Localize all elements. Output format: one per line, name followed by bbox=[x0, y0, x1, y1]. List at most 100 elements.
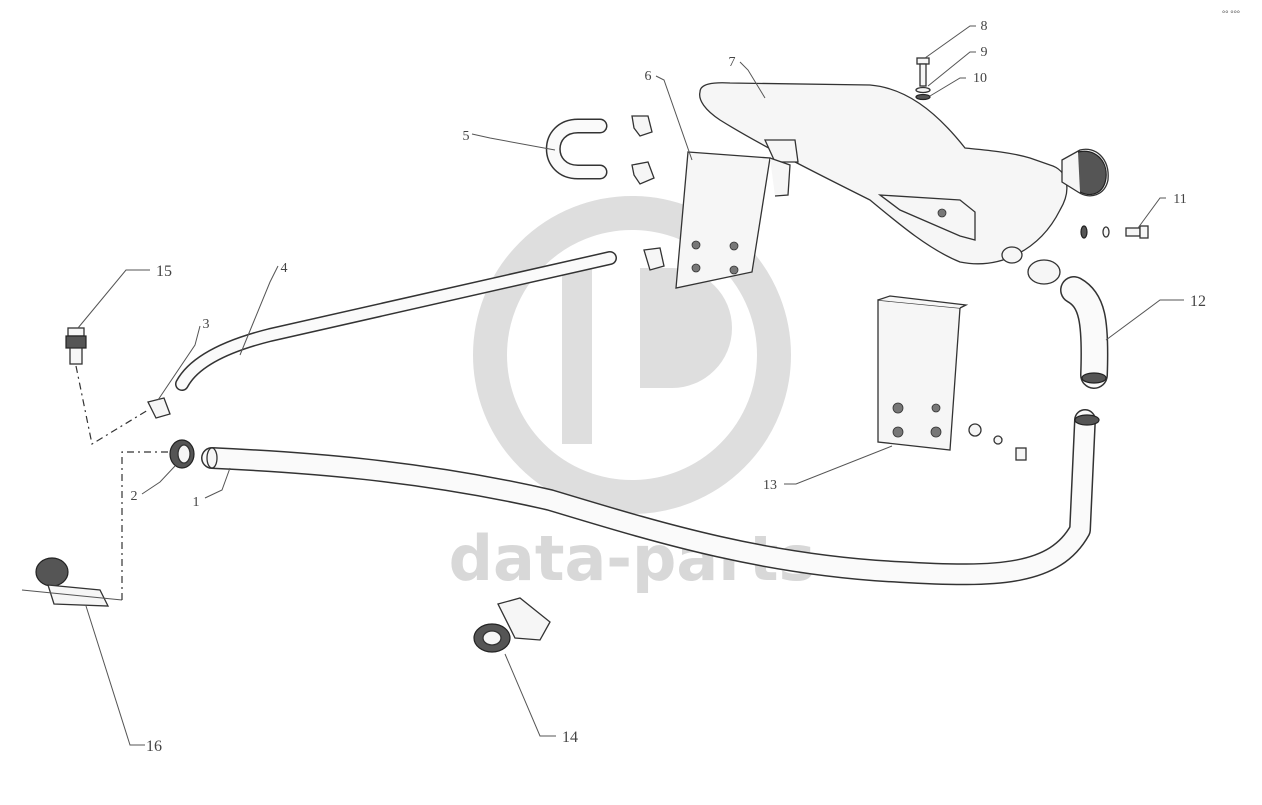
callout-11: 11 bbox=[1173, 192, 1186, 207]
fitting-15-thread bbox=[69, 347, 83, 365]
pipe-4-fitting bbox=[643, 247, 665, 271]
callout-9: 9 bbox=[981, 45, 988, 60]
clamp-2-bore bbox=[177, 444, 191, 464]
hose-1 bbox=[201, 409, 1100, 586]
bracket-6-hole bbox=[729, 241, 739, 251]
leader-14 bbox=[504, 653, 556, 737]
leader-5 bbox=[471, 133, 556, 151]
callout-13: 13 bbox=[763, 478, 777, 493]
bracket-13-hole bbox=[930, 426, 942, 438]
u-hose-5-fill bbox=[547, 120, 606, 178]
bolt-11-head bbox=[1139, 225, 1149, 239]
bracket-13-nut bbox=[1015, 447, 1027, 461]
tank-mount-bracket bbox=[877, 194, 976, 241]
elbow-fitting-upper bbox=[631, 115, 653, 137]
callout-3: 3 bbox=[203, 317, 210, 332]
washer-9 bbox=[915, 86, 931, 94]
bracket-13-flange bbox=[877, 295, 969, 309]
leader-3 bbox=[157, 325, 201, 401]
callout-4: 4 bbox=[281, 261, 288, 276]
hose-clamp-ring bbox=[1027, 259, 1061, 285]
leader-15-16 bbox=[85, 605, 145, 746]
callout-15: 15 bbox=[156, 263, 172, 280]
corner-mark: °° °°° bbox=[1222, 9, 1240, 18]
bracket-13-washer bbox=[968, 423, 982, 437]
expansion-tank bbox=[699, 82, 1109, 265]
tank-tab bbox=[763, 139, 799, 163]
fitting-16 bbox=[21, 557, 123, 607]
fitting-3 bbox=[147, 397, 171, 419]
leader-1 bbox=[204, 467, 231, 499]
bracket-6-hole bbox=[691, 240, 701, 250]
leader-13 bbox=[784, 445, 893, 485]
elbow-hose-12-fill bbox=[1061, 277, 1107, 388]
connection-line-15-3 bbox=[75, 365, 149, 445]
leader-12 bbox=[1105, 299, 1184, 341]
bolt-8-shank bbox=[919, 63, 927, 87]
callout-6: 6 bbox=[645, 69, 652, 84]
fitting-15 bbox=[65, 327, 87, 365]
fitting-15-top bbox=[67, 327, 85, 337]
callout-7: 7 bbox=[729, 55, 736, 70]
fitting-14-body bbox=[497, 597, 551, 641]
clamp-2 bbox=[169, 439, 195, 469]
bracket-13-plate bbox=[877, 299, 961, 451]
washer-11-b bbox=[1102, 226, 1110, 238]
u-hose-5 bbox=[545, 115, 655, 185]
leader-lines bbox=[77, 25, 1184, 746]
pipe-4-fill bbox=[176, 252, 616, 390]
tank-outlet bbox=[1001, 246, 1023, 264]
tank-bolt-hole bbox=[937, 208, 947, 218]
callout-12: 12 bbox=[1190, 293, 1206, 310]
bolt-11-shank bbox=[1125, 227, 1141, 237]
leader-11 bbox=[1137, 197, 1166, 229]
hose-1-top-end bbox=[1074, 414, 1100, 426]
leader-2 bbox=[141, 465, 176, 495]
watermark-ring bbox=[473, 196, 791, 514]
leader-8 bbox=[924, 25, 976, 59]
leader-4 bbox=[239, 265, 279, 356]
bolt-11 bbox=[1080, 225, 1149, 239]
callout-8: 8 bbox=[981, 19, 988, 34]
callout-labels: 1 2 3 4 5 6 7 8 9 10 11 12 13 14 15 16 bbox=[131, 19, 1207, 755]
bracket-6-flange bbox=[769, 157, 791, 197]
bracket-13-hole bbox=[892, 402, 904, 414]
callout-2: 2 bbox=[131, 489, 138, 504]
bolt-8 bbox=[916, 57, 930, 87]
fitting-15-hex bbox=[65, 335, 87, 349]
callout-1: 1 bbox=[193, 495, 200, 510]
watermark: data-parts bbox=[449, 196, 815, 595]
elbow-fitting-lower bbox=[631, 161, 655, 185]
hose-1-end bbox=[206, 447, 218, 469]
fitting-14 bbox=[473, 597, 551, 653]
leader-15 bbox=[77, 269, 150, 329]
bracket-6-hole bbox=[729, 265, 739, 275]
bracket-13-hole bbox=[892, 426, 904, 438]
bracket-13-hole bbox=[931, 403, 941, 413]
bracket-6-hole bbox=[691, 263, 701, 273]
hose-1-fill bbox=[202, 410, 1095, 584]
bolt-8-head bbox=[916, 57, 930, 65]
leader-6 bbox=[655, 75, 693, 161]
bracket-6 bbox=[675, 151, 791, 289]
washer-11-a bbox=[1080, 225, 1088, 239]
connection-line-16-2 bbox=[121, 451, 170, 600]
washer-10 bbox=[915, 93, 931, 101]
watermark-bar bbox=[562, 268, 592, 444]
leader-9 bbox=[927, 51, 976, 87]
bracket-13 bbox=[877, 295, 1027, 461]
leader-10 bbox=[929, 77, 966, 97]
leader-7 bbox=[739, 61, 766, 99]
bracket-13-washer-small bbox=[993, 435, 1003, 445]
callout-14: 14 bbox=[562, 729, 578, 746]
callout-16: 16 bbox=[146, 738, 162, 755]
fitting-14-bore bbox=[482, 630, 502, 646]
callout-5: 5 bbox=[463, 129, 470, 144]
pipe-4 bbox=[175, 247, 665, 391]
elbow-hose-12 bbox=[1060, 276, 1109, 389]
watermark-bowl bbox=[640, 268, 732, 388]
fitting-16-cap bbox=[35, 557, 69, 587]
tank-cap-rim bbox=[1077, 150, 1107, 196]
